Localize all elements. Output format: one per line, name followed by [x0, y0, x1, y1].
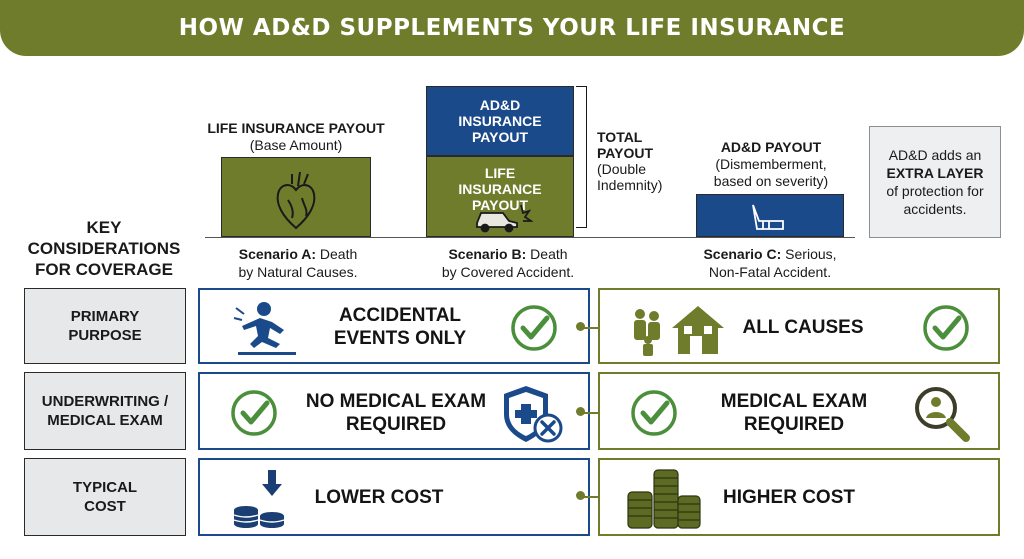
checkmark-icon — [923, 305, 969, 351]
life-underwriting-box: MEDICAL EXAM REQUIRED — [598, 372, 1000, 450]
total-payout-bracket — [576, 86, 587, 228]
life-primary-purpose-text: ALL CAUSES — [742, 317, 864, 338]
row-label-typical-cost: TYPICAL COST — [24, 458, 186, 536]
add-primary-purpose-text: ACCIDENTAL EVENTS ONLY — [333, 305, 467, 349]
connector-line — [580, 327, 598, 329]
checkmark-icon — [631, 390, 677, 436]
scenario-b-caption: Scenario B: Death by Covered Accident. — [441, 246, 575, 280]
scenario-c-bar-label: AD&D PAYOUT (Dismemberment, based on sev… — [713, 139, 829, 189]
scenario-a-bar-label: LIFE INSURANCE PAYOUT (Base Amount) — [207, 120, 385, 153]
life-cost-text: HIGHER COST — [723, 487, 855, 508]
connector-line — [580, 496, 598, 498]
higher-cost-coins-icon — [627, 469, 701, 529]
scenario-b-life-label: LIFE INSURANCE PAYOUT — [458, 165, 542, 213]
slip-fall-icon — [233, 302, 296, 355]
key-considerations-heading: KEY CONSIDERATIONS FOR COVERAGE — [27, 218, 181, 279]
scenario-a-caption: Scenario A: Death by Natural Causes. — [238, 246, 358, 280]
car-crash-icon — [476, 204, 533, 233]
lower-cost-coins-icon — [233, 470, 285, 528]
scenario-c-caption: Scenario C: Serious, Non-Fatal Accident. — [703, 246, 837, 280]
checkmark-icon — [511, 305, 557, 351]
heart-icon — [276, 171, 316, 230]
extra-layer-callout: AD&D adds an EXTRA LAYER of protection f… — [869, 126, 1001, 238]
scenario-a-bar — [221, 157, 371, 237]
bars-baseline — [205, 237, 855, 238]
add-underwriting-text: NO MEDICAL EXAM REQUIRED — [305, 391, 487, 435]
magnifier-person-icon — [915, 387, 970, 442]
row-label-primary-purpose: PRIMARY PURPOSE — [24, 288, 186, 364]
add-cost-box: LOWER COST — [198, 458, 590, 536]
injured-arm-icon — [752, 204, 784, 230]
scenario-b-add-label: AD&D INSURANCE PAYOUT — [458, 97, 542, 145]
life-primary-purpose-box: ALL CAUSES — [598, 288, 1000, 364]
add-primary-purpose-box: ACCIDENTAL EVENTS ONLY — [198, 288, 590, 364]
row-label-underwriting: UNDERWRITING / MEDICAL EXAM — [24, 372, 186, 450]
title-banner: HOW AD&D SUPPLEMENTS YOUR LIFE INSURANCE — [0, 0, 1024, 56]
connector-line — [580, 412, 598, 414]
family-home-icon — [634, 306, 724, 356]
checkmark-icon — [231, 390, 277, 436]
shield-no-medical-icon — [504, 386, 563, 443]
life-cost-box: HIGHER COST — [598, 458, 1000, 536]
add-underwriting-box: NO MEDICAL EXAM REQUIRED — [198, 372, 590, 450]
life-underwriting-text: MEDICAL EXAM REQUIRED — [720, 391, 868, 435]
scenario-b-add-bar: AD&D INSURANCE PAYOUT — [426, 86, 574, 156]
scenario-b-life-bar: LIFE INSURANCE PAYOUT — [426, 156, 574, 237]
connector-dot — [576, 322, 585, 331]
scenario-c-bar — [696, 194, 844, 237]
connector-dot — [576, 407, 585, 416]
connector-dot — [576, 491, 585, 500]
total-payout-label: TOTAL PAYOUT (Double Indemnity) — [597, 129, 663, 193]
page-title: HOW AD&D SUPPLEMENTS YOUR LIFE INSURANCE — [178, 15, 846, 41]
add-cost-text: LOWER COST — [314, 487, 444, 508]
